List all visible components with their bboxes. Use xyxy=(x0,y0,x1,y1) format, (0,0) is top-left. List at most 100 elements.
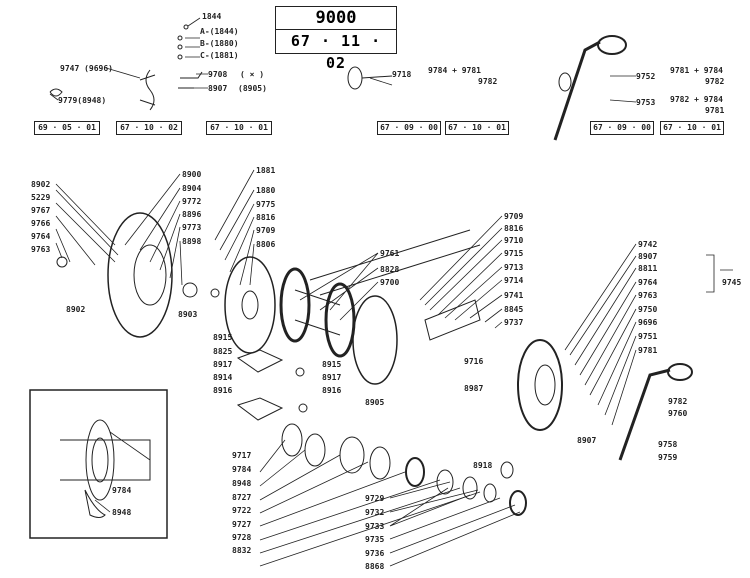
part-label: 9767 xyxy=(31,206,51,215)
part-label: 1880 xyxy=(256,186,276,195)
part-label: 8868 xyxy=(365,562,385,571)
inset-part-label: 8948 xyxy=(112,508,132,517)
part-label: 8902 xyxy=(31,180,51,189)
part-label: 9696 xyxy=(638,318,658,327)
part-label: 9736 xyxy=(365,549,385,558)
part-label: 8832 xyxy=(232,546,252,555)
model-code: 67 · 11 · 02 xyxy=(290,32,382,72)
small-clip-icon xyxy=(49,88,63,97)
part-label: 8825 xyxy=(213,347,233,356)
part-label: 8816 xyxy=(504,224,524,233)
part-label: 9781 xyxy=(705,106,725,115)
part-label: 9750 xyxy=(638,305,658,314)
code-box: 67 · 10 · 01 xyxy=(206,121,272,135)
code-box: 67 · 10 · 01 xyxy=(445,121,509,135)
part-label: 8902 xyxy=(66,305,86,314)
star-drag xyxy=(182,282,198,298)
part-label: 8948 xyxy=(232,479,252,488)
part-label: 8914 xyxy=(213,373,233,382)
part-label: 8896 xyxy=(182,210,202,219)
part-label: 9760 xyxy=(668,409,688,418)
part-label: 9728 xyxy=(232,533,252,542)
part-label: 9747 (9696) xyxy=(60,64,113,73)
inset-shaft xyxy=(60,439,151,481)
part-label: C-(1881) xyxy=(200,51,239,60)
part-label: 9752 xyxy=(636,72,656,81)
part-label: 9764 xyxy=(31,232,51,241)
part-label: 9784 xyxy=(232,465,252,474)
part-label: 9709 xyxy=(504,212,524,221)
part-label: 8905 xyxy=(365,398,385,407)
screw-icon xyxy=(183,24,189,30)
part-label: 1844 xyxy=(202,12,222,21)
part-label: 8806 xyxy=(256,240,276,249)
part-label: 8898 xyxy=(182,237,202,246)
part-label: 8915 xyxy=(213,333,233,342)
part-label: 9709 xyxy=(256,226,276,235)
part-label: 9732 xyxy=(365,508,385,517)
part-label: 9782 xyxy=(705,77,725,86)
levelwind-bar xyxy=(309,229,481,296)
part-label: 9727 xyxy=(232,520,252,529)
part-label: 9766 xyxy=(31,219,51,228)
part-label: 9775 xyxy=(256,200,276,209)
spool-flange-left xyxy=(279,267,311,343)
part-label: 9715 xyxy=(504,249,524,258)
part-label: 9781 + 9784 xyxy=(670,66,723,75)
part-label: 9718 xyxy=(392,70,412,79)
part-label: A-(1844) xyxy=(200,27,239,36)
part-label: 9779(8948) xyxy=(58,96,107,105)
part-label: 9782 + 9784 xyxy=(670,95,723,104)
spring-clip-icon xyxy=(139,69,156,111)
part-label: 9782 xyxy=(668,397,688,406)
part-label: 9722 xyxy=(232,506,252,515)
brake-block-b xyxy=(236,397,284,421)
part-label: 8987 xyxy=(464,384,484,393)
part-label: 9716 xyxy=(464,357,484,366)
part-label: 9773 xyxy=(182,223,202,232)
part-label: 9764 xyxy=(638,278,658,287)
part-label: 8917 xyxy=(213,360,233,369)
part-label: 8845 xyxy=(504,305,524,314)
part-label: 8900 xyxy=(182,170,202,179)
part-label: 9772 xyxy=(182,197,202,206)
part-label: 8904 xyxy=(182,184,202,193)
part-label: 8907 xyxy=(577,436,597,445)
code-box: 67 · 09 · 00 xyxy=(590,121,654,135)
brake-block-a xyxy=(236,349,284,373)
left-side-plate xyxy=(107,212,173,338)
part-label: 8828 xyxy=(380,265,400,274)
main-gear xyxy=(405,457,425,487)
inset-side-plate xyxy=(85,419,115,501)
part-group-label: 9745 xyxy=(722,278,742,287)
part-label: 9758 xyxy=(658,440,678,449)
part-label: 8907 xyxy=(638,252,658,261)
part-label: 9782 xyxy=(478,77,498,86)
code-box: 67 · 10 · 02 xyxy=(116,121,182,135)
part-label: 9735 xyxy=(365,535,385,544)
spool-flange-right xyxy=(324,282,356,358)
part-label: 9763 xyxy=(31,245,51,254)
part-label: 8916 xyxy=(213,386,233,395)
part-label: 9717 xyxy=(232,451,252,460)
part-label: 8907 xyxy=(208,84,228,93)
part-label: 5229 xyxy=(31,193,51,202)
part-label: 8915 xyxy=(322,360,342,369)
part-label: ( × ) xyxy=(240,70,265,79)
part-label: 8903 xyxy=(178,310,198,319)
code-box: 67 · 09 · 00 xyxy=(377,121,441,135)
right-side-plate xyxy=(517,339,563,431)
part-label: 9700 xyxy=(380,278,400,287)
part-label: 9761 xyxy=(380,249,400,258)
part-label: 9784 + 9781 xyxy=(428,66,481,75)
code-box: 69 · 05 · 01 xyxy=(34,121,100,135)
part-label: 9737 xyxy=(504,318,524,327)
part-label: 1881 xyxy=(256,166,276,175)
left-knob xyxy=(56,256,68,268)
part-label: 9710 xyxy=(504,236,524,245)
part-label: 9751 xyxy=(638,332,658,341)
code-box: 67 · 10 · 01 xyxy=(660,121,724,135)
frame-plate xyxy=(224,256,276,354)
